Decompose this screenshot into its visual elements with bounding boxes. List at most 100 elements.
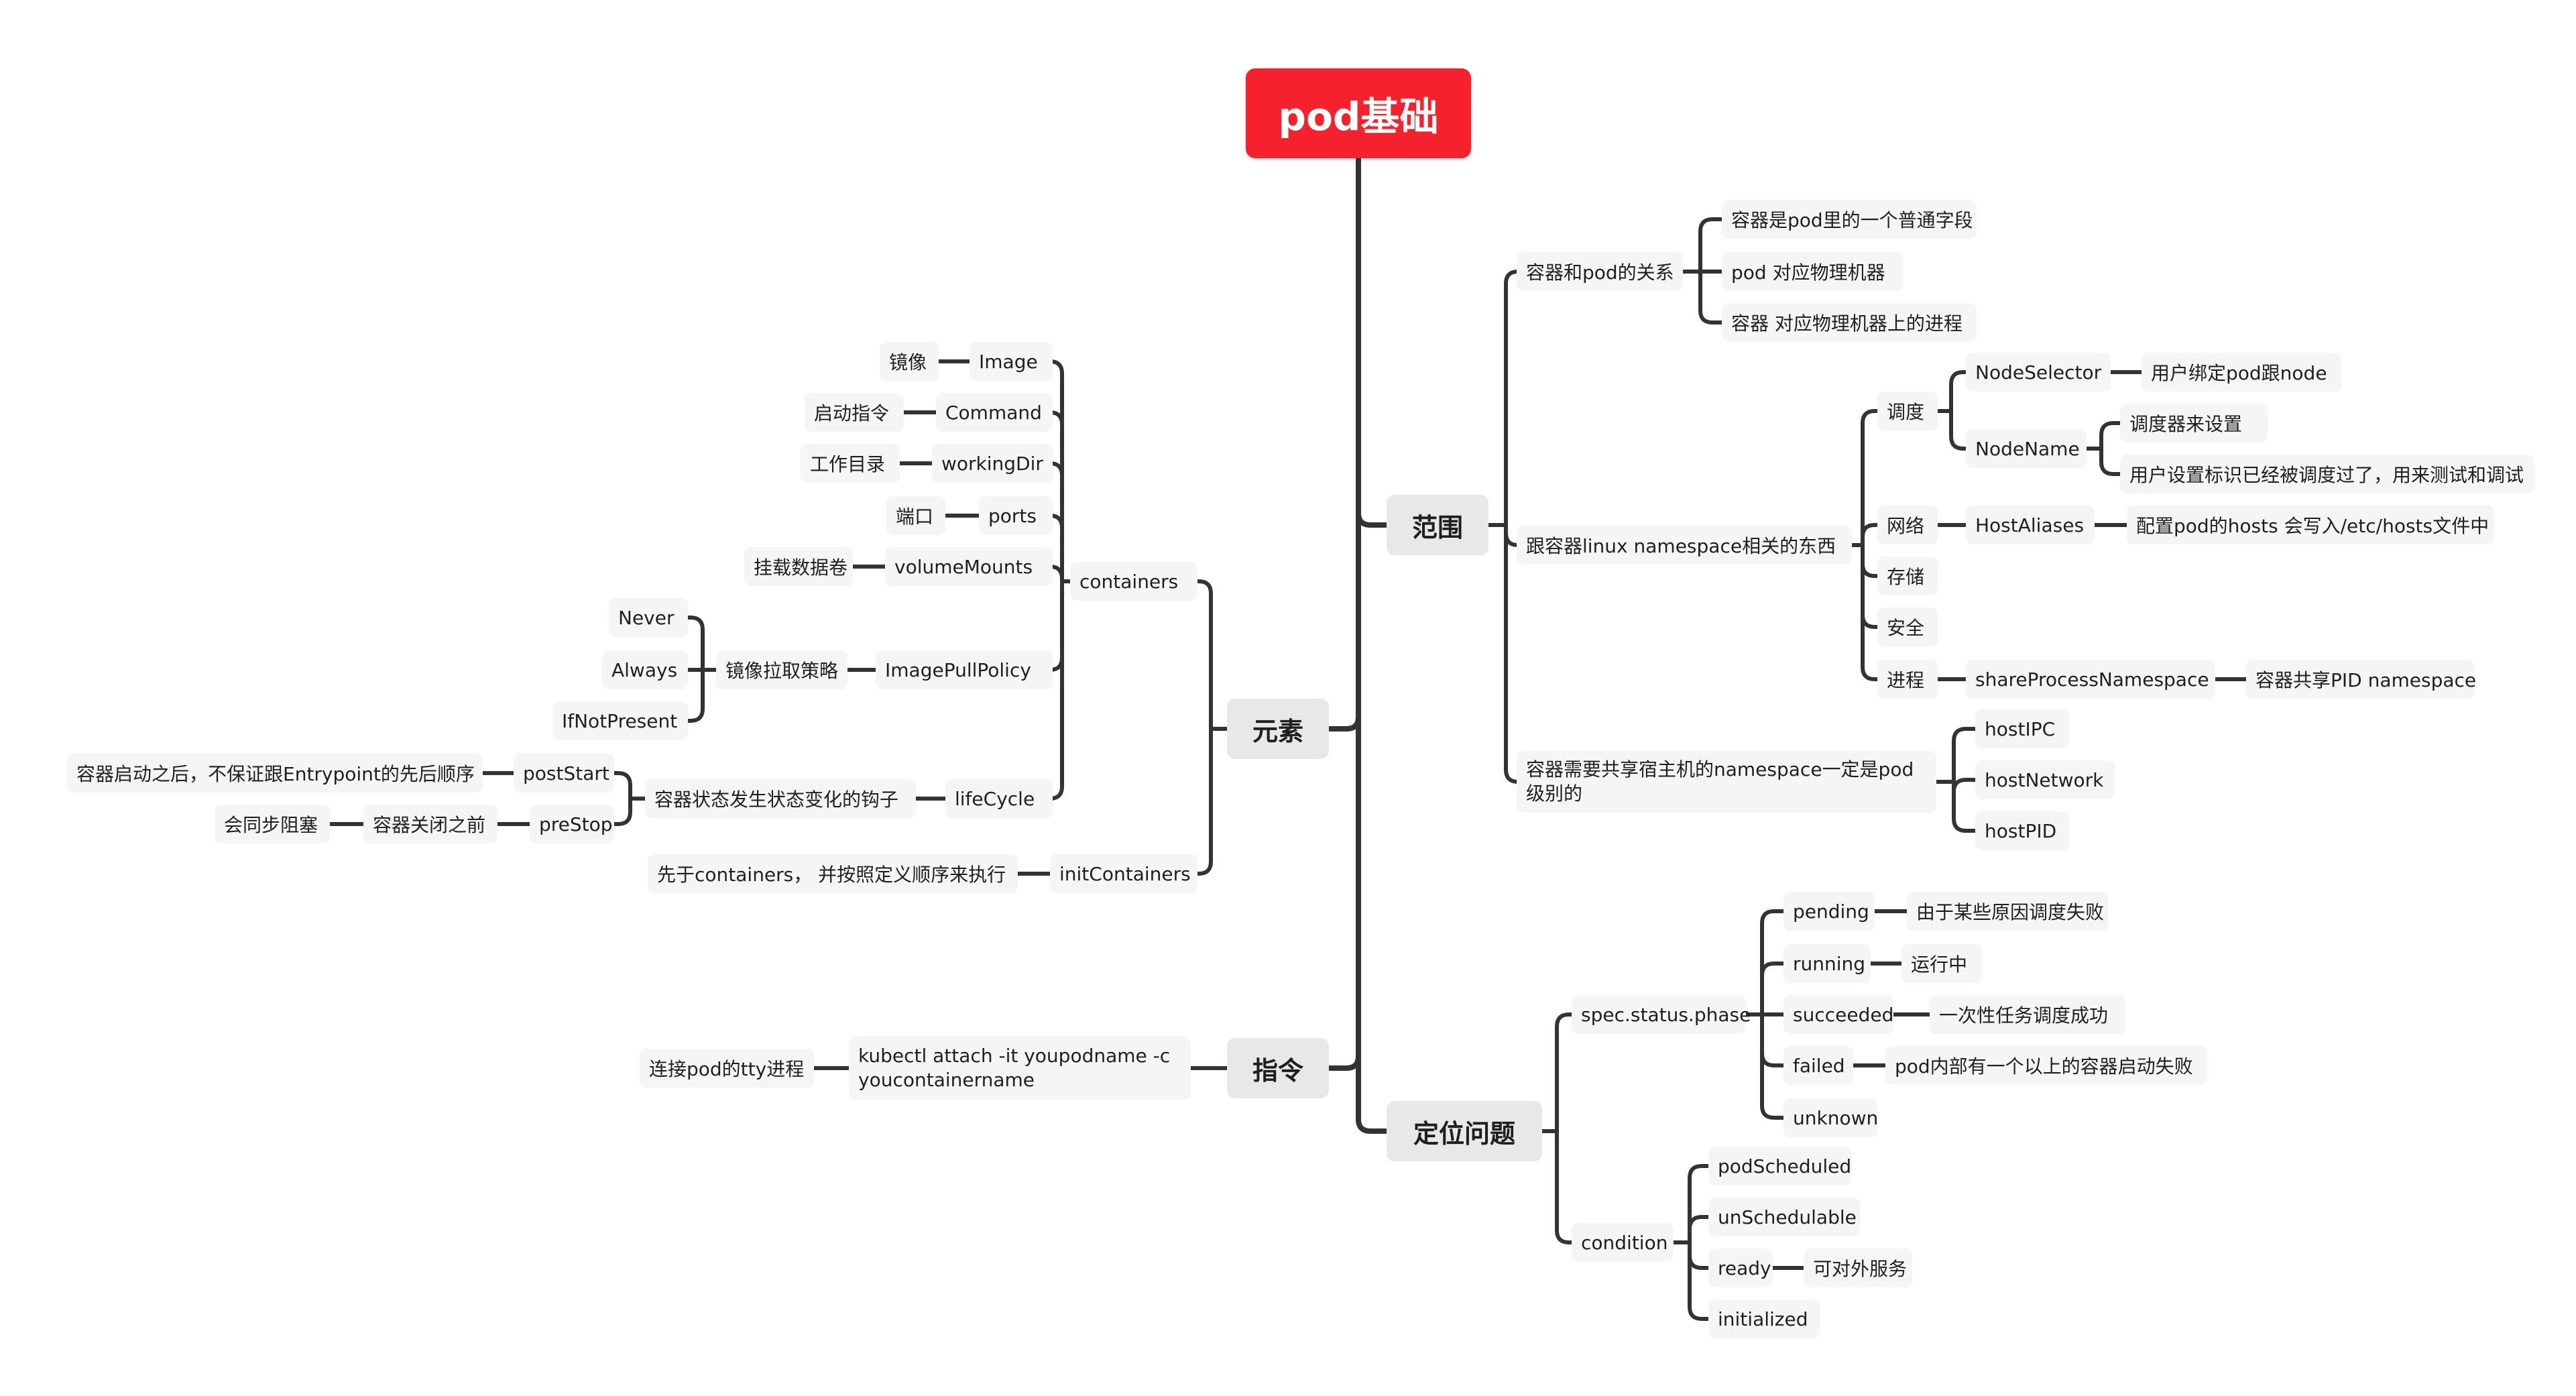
connector-line-16 [1861,543,1879,578]
connector-line-14 [1861,409,1879,547]
connector-line-4 [1326,1053,1361,1071]
node-volumemounts-desc[interactable]: 挂载数据卷 [744,547,853,586]
node-ports-desc[interactable]: 端口 [886,496,945,535]
node-process[interactable]: 进程 [1877,660,1938,699]
node-condition-podscheduled[interactable]: podScheduled [1708,1147,1852,1185]
node-condition-ready[interactable]: ready [1708,1248,1773,1287]
node-nodename[interactable]: NodeName [1966,429,2087,468]
node-image[interactable]: Image [970,342,1053,381]
connector-line-36 [1195,727,1213,876]
connector-line-32 [1952,778,1977,793]
node-linux-namespace[interactable]: 跟容器linux namespace相关的东西 [1517,526,1852,565]
root-node[interactable]: pod基础 [1246,68,1471,158]
node-initcontainers-desc[interactable]: 先于containers， 并按照定义顺序来执行 [648,854,1018,893]
node-nodename-desc[interactable]: 调度器来设置 [2120,404,2268,443]
node-phase-failed-desc[interactable]: pod内部有一个以上的容器启动失败 [1885,1046,2207,1085]
node-workingdir-desc[interactable]: 工作目录 [801,444,900,483]
node-pull-always[interactable]: Always [602,650,688,689]
node-phase-failed[interactable]: failed [1783,1046,1853,1085]
branch-scope[interactable]: 范围 [1387,495,1488,555]
node-initcontainers[interactable]: initContainers [1050,854,1197,893]
node-container-pod-relation[interactable]: 容器和pod的关系 [1517,252,1683,291]
node-lifecycle[interactable]: lifeCycle [945,779,1053,818]
connector-line-8 [1504,523,1519,784]
branch-troubleshoot[interactable]: 定位问题 [1387,1101,1542,1161]
node-containers[interactable]: containers [1070,562,1197,601]
node-relation-item[interactable]: pod 对应物理机器 [1722,252,1903,291]
branch-elements[interactable]: 元素 [1227,699,1329,759]
node-phase-running[interactable]: running [1783,944,1871,983]
node-command[interactable]: Command [936,393,1053,432]
node-image-desc[interactable]: 镜像 [880,342,939,381]
node-relation-item[interactable]: 容器是pod里的一个普通字段 [1722,200,1977,239]
connector-line-15 [1861,523,1879,547]
connector-line-25 [2099,447,2122,476]
connector-line-52 [686,616,705,672]
node-prestop-desc[interactable]: 容器关闭之前 [363,805,497,844]
node-phase-succeeded[interactable]: succeeded [1783,995,1893,1034]
connector-line-82 [1688,1240,1710,1321]
connector-line-6 [1504,270,1519,527]
node-phase-running-desc[interactable]: 运行中 [1901,944,1982,983]
node-condition-unschedulable[interactable]: unSchedulable [1708,1198,1860,1236]
node-poststart[interactable]: postStart [514,754,614,793]
connector-line-31 [1952,727,1977,784]
node-lifecycle-desc[interactable]: 容器状态发生状态变化的钩子 [645,779,916,818]
connector-line-10 [1698,217,1724,274]
node-condition-initialized[interactable]: initialized [1708,1299,1820,1338]
connector-line-3 [1326,714,1361,732]
node-phase-pending-desc[interactable]: 由于某些原因调度失败 [1907,892,2108,931]
node-hostnetwork[interactable]: hostNetwork [1975,760,2115,799]
node-hostipc[interactable]: hostIPC [1975,709,2069,748]
node-hostaliases-desc[interactable]: 配置pod的hosts 会写入/etc/hosts文件中 [2127,506,2494,544]
node-nodeselector[interactable]: NodeSelector [1966,353,2111,392]
node-kubectl-attach[interactable]: kubectl attach -it youpodname -c youcont… [849,1037,1191,1100]
connector-line-79 [1688,1164,1710,1244]
node-phase-succeeded-desc[interactable]: 一次性任务调度成功 [1930,995,2125,1034]
node-ports[interactable]: ports [979,496,1053,535]
node-pull-never[interactable]: Never [609,598,688,637]
node-command-desc[interactable]: 启动指令 [805,393,904,432]
connector-line-33 [1952,780,1977,833]
node-workingdir[interactable]: workingDir [932,444,1053,483]
node-nodeselector-desc[interactable]: 用户绑定pod跟node [2142,353,2341,392]
node-shareprocessnamespace-desc[interactable]: 容器共享PID namespace [2246,660,2476,699]
connector-line-21 [1949,409,1968,451]
node-spec-status-phase[interactable]: spec.status.phase [1572,995,1751,1034]
node-shareprocessnamespace[interactable]: shareProcessNamespace [1966,660,2215,699]
node-imagepullpolicy-desc[interactable]: 镜像拉取策略 [716,650,847,689]
node-imagepullpolicy[interactable]: ImagePullPolicy [876,650,1053,689]
node-storage[interactable]: 存储 [1877,557,1938,595]
connector-line-24 [2099,421,2122,451]
connector-line-20 [1949,370,1968,413]
node-condition[interactable]: condition [1572,1223,1674,1262]
node-phase-unknown[interactable]: unknown [1783,1098,1878,1137]
node-schedule[interactable]: 调度 [1877,392,1938,430]
connector-line-70 [1760,962,1785,1016]
connector-line-57 [612,771,632,801]
node-poststart-desc[interactable]: 容器启动之后，不保证跟Entrypoint的先后顺序 [67,754,483,793]
connector-line-1 [1356,510,1389,528]
connector-line-54 [686,668,705,723]
node-security[interactable]: 安全 [1877,607,1938,646]
node-host-namespace[interactable]: 容器需要共享宿主机的namespace一定是pod级别的 [1517,751,1936,813]
connector-line-67 [1555,1129,1574,1244]
node-hostaliases[interactable]: HostAliases [1966,506,2095,544]
node-pull-ifnotpresent[interactable]: IfNotPresent [552,701,688,740]
connector-line-66 [1555,1012,1574,1133]
node-hostpid[interactable]: hostPID [1975,811,2069,850]
connector-line-58 [612,797,632,826]
node-kubectl-attach-desc[interactable]: 连接pod的tty进程 [640,1049,814,1088]
node-phase-pending[interactable]: pending [1783,892,1875,931]
node-prestop-desc2[interactable]: 会同步阻塞 [215,805,330,844]
node-network[interactable]: 网络 [1877,506,1938,544]
connector-line-2 [1356,1116,1389,1134]
node-condition-ready-desc[interactable]: 可对外服务 [1804,1248,1912,1287]
node-nodename-desc[interactable]: 用户设置标识已经被调度过了，用来测试和调试 [2120,455,2534,493]
connector-line-35 [1195,579,1213,731]
node-volumemounts[interactable]: volumeMounts [885,547,1053,586]
node-prestop[interactable]: preStop [530,805,614,844]
node-relation-item[interactable]: 容器 对应物理机器上的进程 [1722,303,1977,342]
branch-commands[interactable]: 指令 [1227,1038,1329,1098]
